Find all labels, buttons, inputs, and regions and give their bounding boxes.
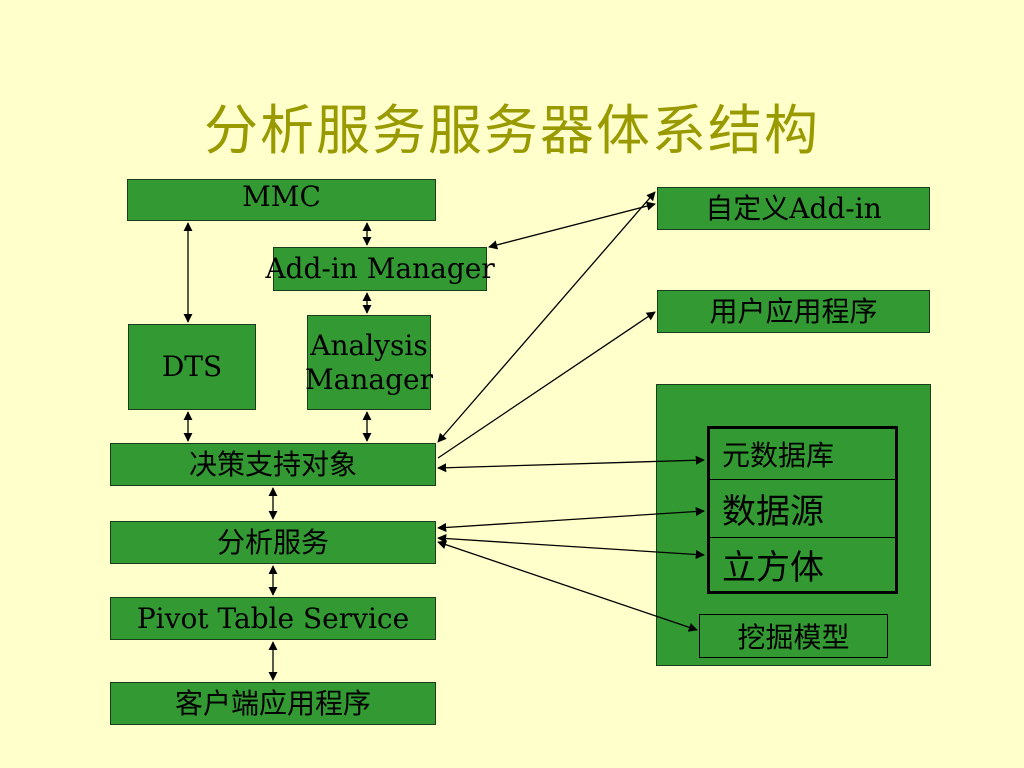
decision-support-objects-box: 决策支持对象 (110, 443, 436, 486)
mmc-box: MMC (127, 179, 436, 221)
page-title: 分析服务服务器体系结构 (204, 99, 820, 162)
client-app-label: 客户端应用程序 (174, 686, 371, 720)
analysis-services-label: 分析服务 (216, 525, 329, 559)
analysis-manager-box: Analysis Manager (305, 315, 433, 410)
mining-model-box: 挖掘模型 (699, 614, 888, 658)
custom-addin-box: 自定义Add-in (657, 187, 930, 230)
analysis-manager-label-line1: Analysis (310, 328, 428, 362)
arrow-analysis-services-cube (437, 533, 705, 560)
user-app-label: 用户应用程序 (709, 294, 878, 328)
repository-table: 元数据库 数据源 立方体 (707, 426, 898, 594)
cube-cell: 立方体 (722, 548, 824, 588)
arrow-addin-manager-custom-addin (488, 201, 656, 250)
user-app-box: 用户应用程序 (657, 290, 930, 333)
arrow-dso-user-app (437, 311, 656, 459)
metadata-cell: 元数据库 (710, 429, 895, 480)
pivot-table-service-label: Pivot Table Service (136, 601, 410, 635)
analysis-services-box: 分析服务 (110, 521, 436, 564)
arrow-analysis-services-mining-model (437, 540, 698, 632)
analysis-manager-label-line2: Manager (305, 362, 433, 396)
dts-label: DTS (161, 350, 223, 384)
arrow-dso-metadata (437, 455, 705, 473)
arrow-dso-custom-addin (437, 191, 656, 443)
decision-support-objects-label: 决策支持对象 (188, 447, 357, 481)
custom-addin-label: 自定义Add-in (705, 191, 882, 225)
pivot-table-service-box: Pivot Table Service (110, 597, 436, 640)
client-app-box: 客户端应用程序 (110, 682, 436, 725)
arrow-analysis-services-data-source (437, 506, 705, 533)
dts-box: DTS (128, 324, 256, 410)
data-source-cell: 数据源 (710, 480, 895, 538)
mmc-label: MMC (242, 180, 321, 213)
